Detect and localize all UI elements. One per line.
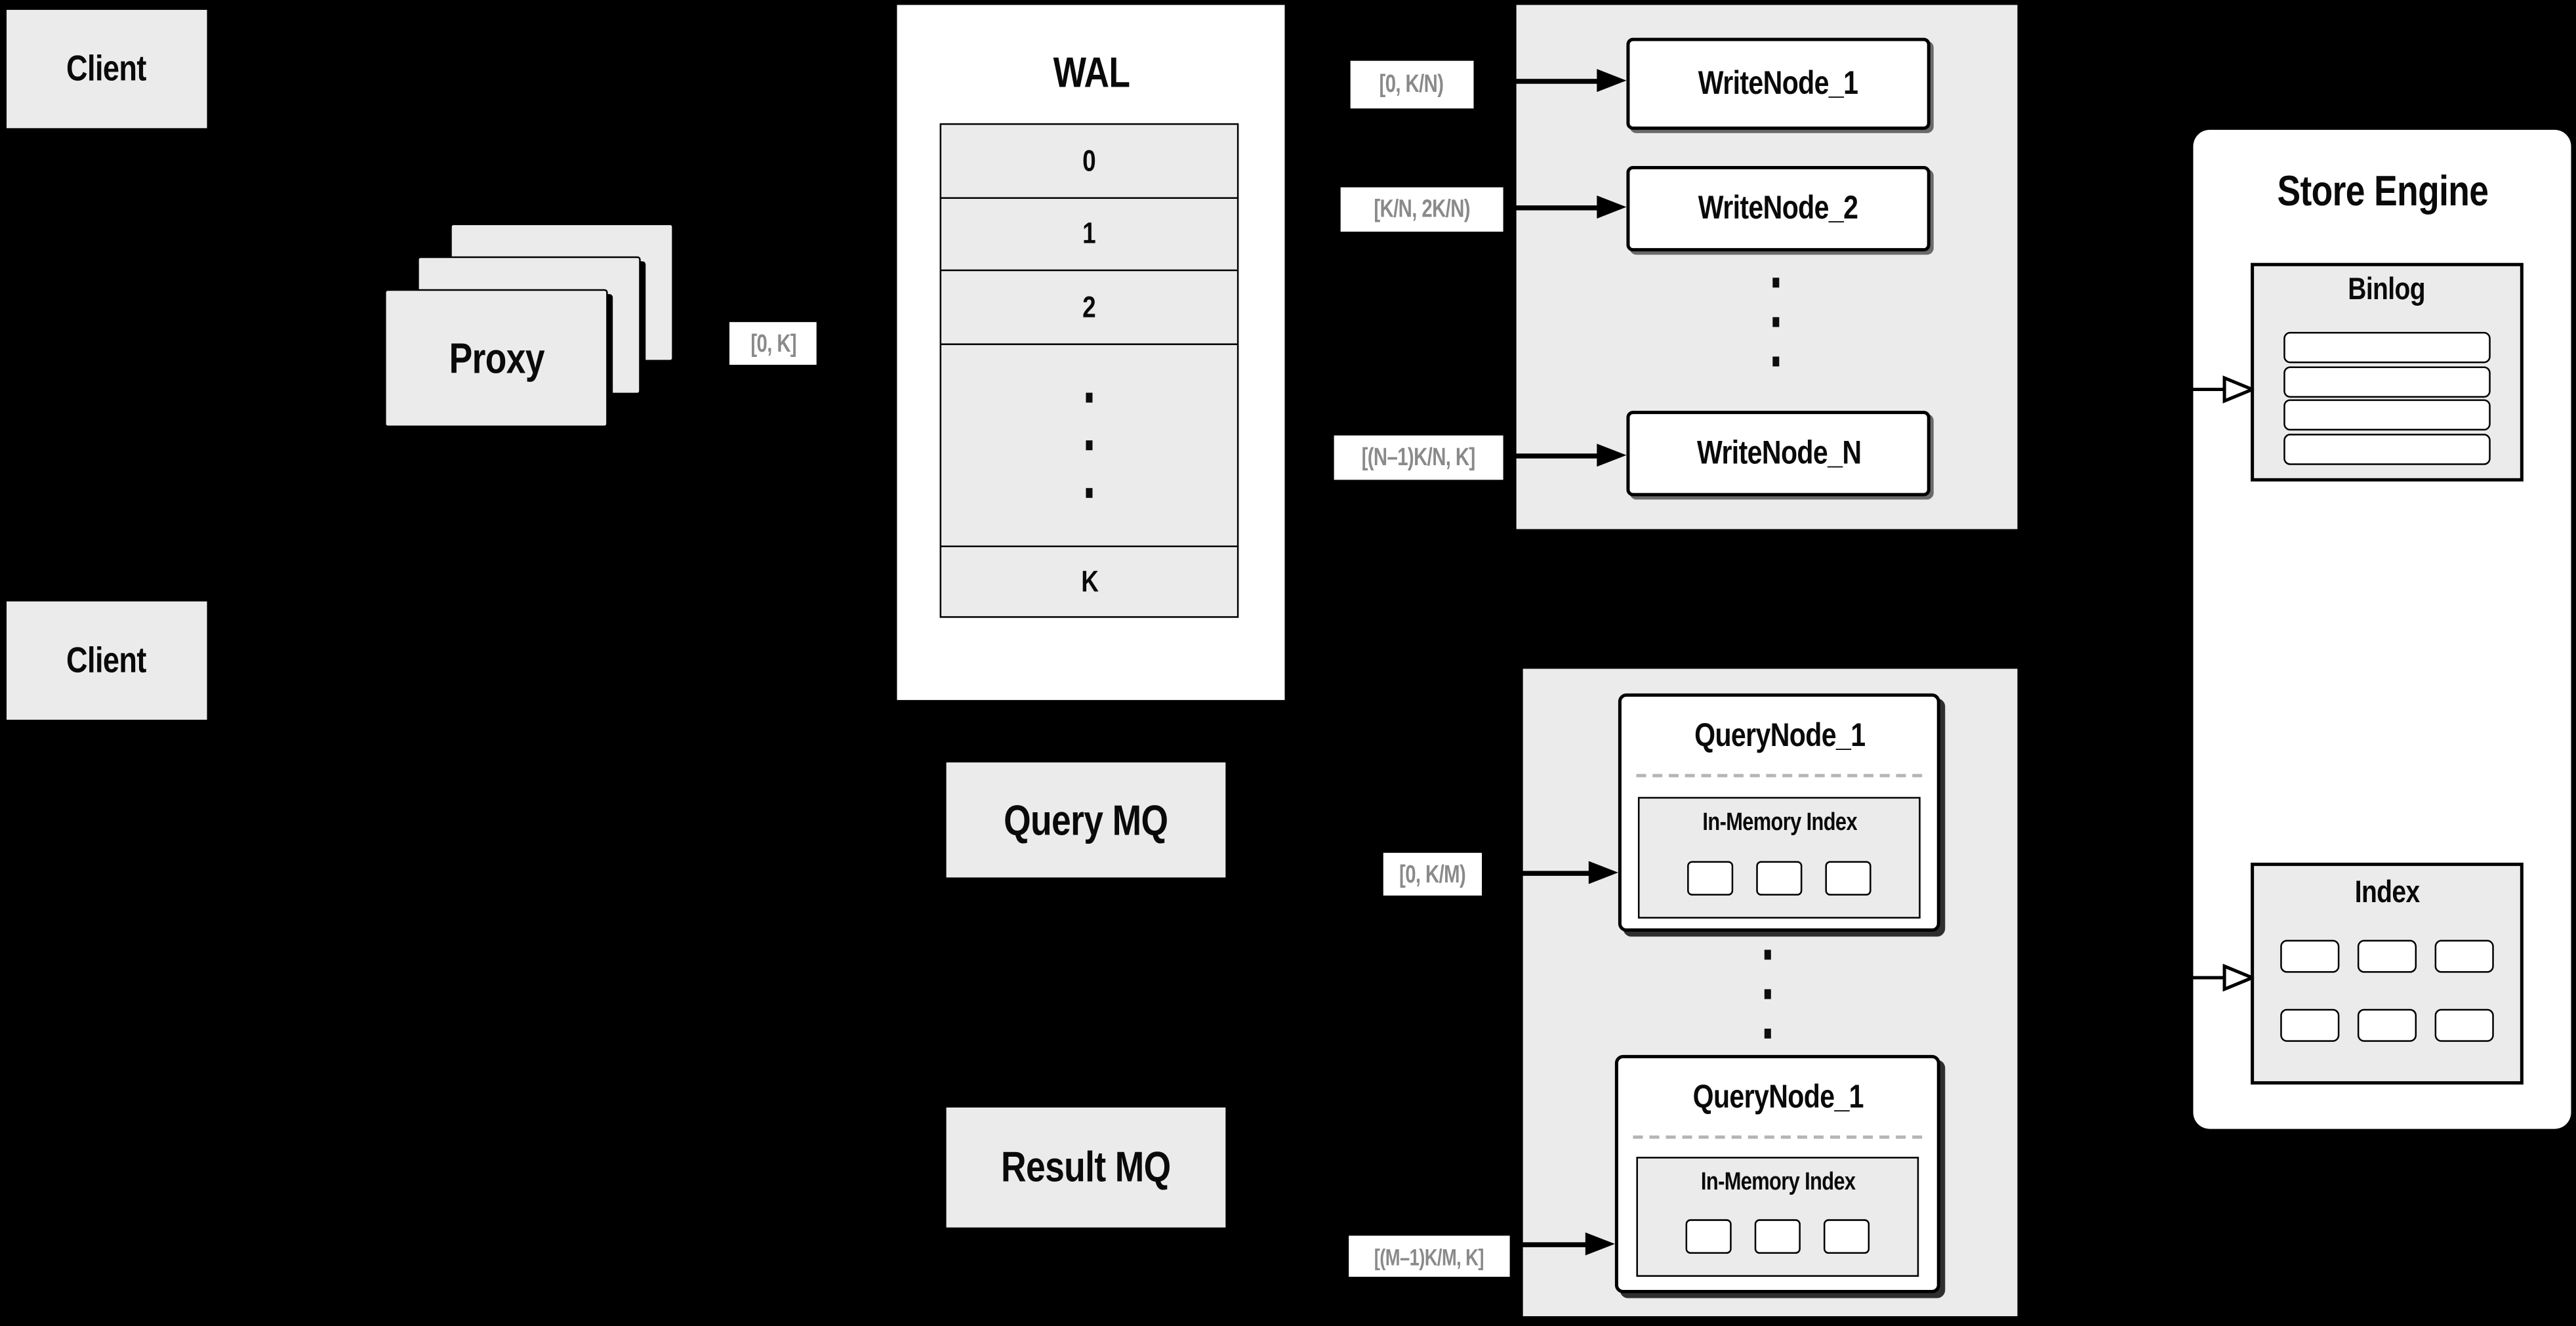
binlog-row [2283,432,2491,465]
range-label-proxy-out: [0, K] [729,321,817,365]
arrow-head-query-node-1 [1588,861,1618,884]
wal-box: WAL 0 1 2 K [897,5,1285,700]
result-mq-box: Result MQ [946,1108,1226,1228]
in-memory-index-cells [1638,1219,1917,1254]
arrow-head-write-node-1 [1597,69,1627,93]
index-cell [2357,940,2417,973]
proxy-card-front: Proxy [384,289,608,428]
in-memory-index-title: In-Memory Index [1702,808,1857,837]
binlog-box: Binlog [2251,262,2524,482]
write-node-n-box: WriteNode_N [1626,411,1931,497]
binlog-row [2283,365,2491,397]
index-cell [1756,861,1803,896]
wal-slot-row: 2 [939,270,1239,346]
query-node-1-divider [1636,774,1923,777]
store-engine-title: Store Engine [2276,165,2488,216]
wal-slot-row: 0 [939,123,1239,200]
query-node-m-divider [1633,1135,1923,1139]
index-cell [2434,1008,2494,1042]
query-node-m-box: QueryNode_1 In-Memory Index [1614,1054,1940,1294]
hollow-arrow-index [2184,963,2255,992]
proxy-label: Proxy [448,333,544,383]
write-node-ellipsis-icon [1772,278,1780,367]
binlog-title: Binlog [2348,272,2426,308]
arrow-head-write-node-n [1597,444,1627,467]
wal-slot-row: 1 [939,197,1239,273]
index-cell [1754,1219,1801,1254]
client-top-box: Client [7,10,207,129]
arrow-head-query-node-m [1585,1232,1615,1256]
query-node-m-in-memory-index-box: In-Memory Index [1636,1157,1919,1277]
vertical-ellipsis-icon [1086,392,1093,499]
range-label-write-node-1: [0, K/N) [1350,60,1474,109]
write-node-1-box: WriteNode_1 [1626,37,1931,130]
index-title: Index [2354,875,2420,911]
index-cells [2280,940,2494,1042]
index-cell [2357,1008,2417,1042]
query-node-m-title: QueryNode_1 [1692,1079,1864,1116]
range-label-write-node-n: [(N–1)K/N, K] [1334,435,1503,480]
index-cell [2434,940,2494,973]
binlog-row [2283,331,2491,363]
client-top-label: Client [66,47,147,89]
wal-slot-table: 0 1 2 K [939,123,1239,618]
binlog-row [2283,399,2491,431]
in-memory-index-title: In-Memory Index [1700,1168,1855,1197]
hollow-arrow-binlog [2184,375,2255,404]
arrow-shaft-query-node-1 [1485,870,1591,875]
query-node-1-title: QueryNode_1 [1694,718,1865,755]
range-label-query-node-m: [(M–1)K/M, K] [1349,1235,1510,1277]
arrow-shaft-query-node-m [1513,1241,1587,1247]
client-bottom-box: Client [7,601,207,720]
index-cell [2280,1008,2340,1042]
index-cell [1685,1219,1732,1254]
wal-slot-row-ellipsis [939,342,1239,549]
index-cell [1825,861,1871,896]
client-bottom-label: Client [66,639,147,680]
index-cell [1687,861,1734,896]
index-cell [2280,940,2340,973]
arrow-shaft-write-node-1 [1475,77,1599,83]
index-cell [1823,1219,1870,1254]
query-node-1-in-memory-index-box: In-Memory Index [1637,797,1921,919]
query-mq-box: Query MQ [946,762,1226,878]
query-node-1-box: QueryNode_1 In-Memory Index [1618,693,1940,932]
write-node-2-box: WriteNode_2 [1626,165,1931,252]
arrow-shaft-write-node-2 [1506,204,1599,210]
store-engine-box: Store Engine Binlog Index [2193,129,2571,1129]
wal-title: WAL [1052,47,1130,97]
arrow-shaft-write-node-n [1506,452,1599,458]
range-label-write-node-2: [K/N, 2K/N) [1340,187,1503,232]
query-node-ellipsis-icon [1764,949,1771,1039]
index-box: Index [2251,862,2524,1085]
arrow-head-write-node-2 [1597,196,1627,219]
in-memory-index-cells [1639,861,1919,896]
range-label-query-node-1: [0, K/M) [1383,852,1482,896]
binlog-rows [2254,331,2520,466]
wal-slot-row: K [939,545,1239,618]
